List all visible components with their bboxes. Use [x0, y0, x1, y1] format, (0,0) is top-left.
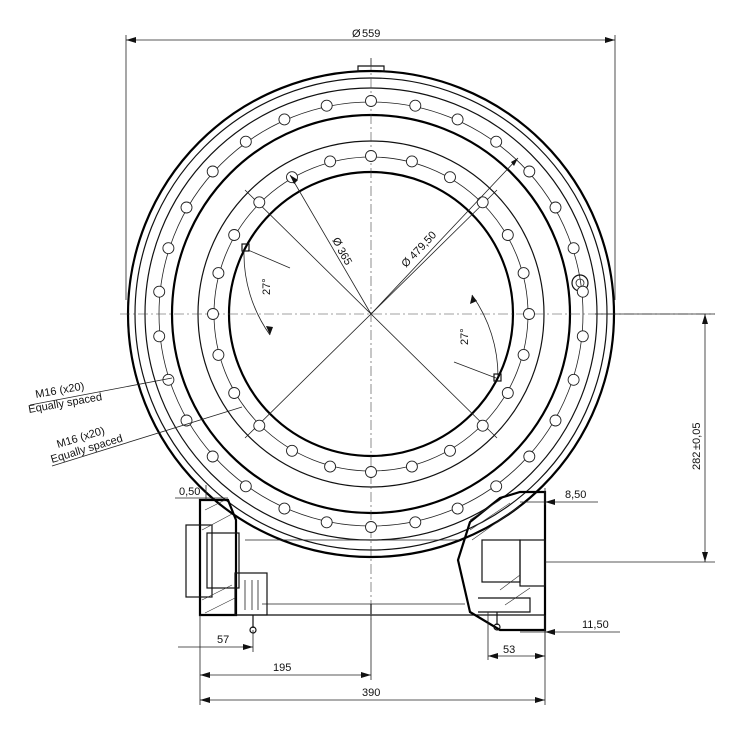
- inner-bolt-hole: [253, 419, 266, 432]
- outer-bolt-hole: [239, 480, 252, 493]
- outer-bolt-hole: [365, 521, 377, 533]
- dimension-inner-diameter: Ø 365: [289, 174, 372, 315]
- inner-bolt-hole: [228, 387, 241, 399]
- width-195-value: 195: [273, 662, 291, 674]
- dimension-outer-bolt-circle: Ø 479,50: [370, 157, 519, 315]
- angle-upper: 27°: [241, 243, 291, 336]
- outer-bolt-hole: [523, 450, 536, 463]
- width-53-value: 53: [503, 644, 515, 656]
- outer-bolt-hole: [278, 113, 291, 126]
- angle-lower: 27°: [453, 294, 502, 382]
- dimension-flange-gap: 0,50: [175, 485, 228, 500]
- center-height-tolerance: ±0,05: [691, 423, 703, 450]
- inner-bolt-hole: [324, 155, 337, 168]
- angle-lower-value: 27°: [459, 328, 471, 345]
- flange-gap-value: 0,50: [179, 486, 200, 498]
- outer-bolt-hole: [451, 502, 464, 515]
- outer-bolt-hole: [409, 99, 422, 112]
- outer-bolt-hole: [409, 516, 422, 529]
- inner-bolt-hole: [365, 466, 377, 478]
- inner-bolt-hole: [324, 460, 337, 473]
- inner-bolt-hole: [444, 444, 456, 457]
- dimension-width-57: 57: [178, 630, 254, 652]
- outer-bolt-hole: [153, 285, 166, 298]
- dimension-width-390: 390: [200, 615, 546, 705]
- inner-bolt-hole: [212, 348, 225, 361]
- outer-bolt-hole: [206, 450, 219, 463]
- inner-bolt-hole: [501, 387, 514, 399]
- inner-bolt-hole: [517, 348, 530, 361]
- inner-bolt-hole: [405, 155, 418, 168]
- inner-bolt-hole: [517, 267, 530, 280]
- outer-bolt-hole: [567, 242, 580, 255]
- outer-bolt-hole: [490, 135, 503, 148]
- inner-bolt-hole: [212, 267, 225, 280]
- dimension-right-offset: 8,50: [520, 488, 598, 505]
- outer-bolt-hole: [549, 414, 562, 427]
- outer-bolt-diameter-value: 479,50: [407, 229, 439, 262]
- outer-bolt-hole: [239, 135, 252, 148]
- inner-bolt-holes: [207, 150, 535, 478]
- inner-bolt-hole: [228, 229, 241, 241]
- outer-bolt-hole: [278, 502, 291, 515]
- dimension-outer-diameter: Ø 559: [125, 28, 616, 300]
- inner-bolt-hole: [286, 444, 298, 457]
- outer-bolt-hole: [523, 165, 536, 178]
- right-foot-value: 11,50: [582, 619, 609, 631]
- outer-bolt-hole: [365, 95, 377, 107]
- outer-bolt-hole: [576, 330, 589, 343]
- dimension-width-195: 195: [199, 615, 372, 705]
- outer-diameter-value: 559: [362, 28, 380, 40]
- angle-upper-value: 27°: [261, 278, 273, 295]
- inner-diameter-value: 365: [334, 246, 354, 268]
- right-offset-value: 8,50: [565, 489, 586, 501]
- dimension-center-height: 282 ±0,05: [545, 313, 715, 563]
- inner-bolt-hole: [253, 196, 266, 209]
- outer-bolt-hole: [206, 165, 219, 178]
- centerlines: [120, 60, 715, 620]
- inner-bolt-hole: [207, 308, 219, 320]
- inner-bolt-hole: [476, 196, 489, 209]
- outer-bolt-hole: [549, 201, 562, 214]
- outer-bolt-hole: [320, 99, 333, 112]
- outer-bolt-hole: [576, 285, 589, 298]
- drive-housing: [185, 490, 547, 634]
- outer-bolt-hole: [567, 373, 580, 386]
- center-height-value: 282: [691, 452, 703, 470]
- outer-bolt-hole: [180, 201, 193, 214]
- inner-bolt-hole: [501, 229, 514, 241]
- outer-bolt-hole: [162, 242, 175, 255]
- outer-bolt-hole: [490, 480, 503, 493]
- outer-bolt-hole: [451, 113, 464, 126]
- dimension-right-foot: 11,50: [520, 619, 620, 635]
- outer-bolt-hole: [153, 330, 166, 343]
- inner-bolt-hole: [365, 150, 377, 162]
- width-390-value: 390: [362, 687, 380, 699]
- inner-bolt-hole: [444, 171, 456, 184]
- outer-diameter-symbol: Ø: [352, 28, 361, 40]
- inner-bolt-hole: [405, 460, 418, 473]
- inner-bolt-hole: [523, 308, 535, 320]
- outer-bolt-hole: [320, 516, 333, 529]
- inner-bolt-hole: [476, 419, 489, 432]
- width-57-value: 57: [217, 634, 229, 646]
